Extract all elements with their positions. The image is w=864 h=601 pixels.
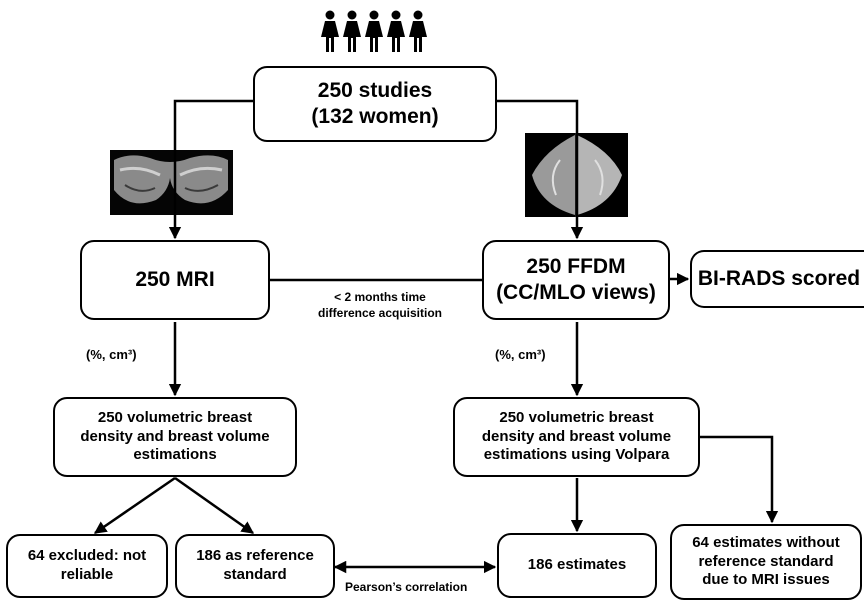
mri-est-line1: 250 volumetric breast (97, 408, 253, 426)
studies-box: 250 studies (132 women) (253, 66, 497, 142)
woman-icon (343, 10, 361, 52)
volpara-estimations-box: 250 volumetric breast density and breast… (453, 397, 700, 477)
reference-standard-box: 186 as reference standard (175, 534, 335, 598)
woman-icon (409, 10, 427, 52)
mri-image (110, 150, 233, 215)
estimates-186-box: 186 estimates (497, 533, 657, 598)
excluded-box: 64 excluded: not reliable (6, 534, 168, 598)
estimates186-label: 186 estimates (527, 556, 627, 574)
volpara-est-line1: 250 volumetric breast (499, 408, 654, 426)
estimates-64-box: 64 estimates without reference standard … (670, 524, 862, 600)
volpara-est-line3: estimations using Volpara (483, 446, 670, 464)
ffdm-line1: 250 FFDM (526, 254, 626, 278)
pearson-label: Pearson’s correlation (345, 580, 468, 594)
studies-line2: (132 women) (311, 105, 439, 128)
ffdm-units-label: (%, cm³) (495, 347, 546, 362)
mri-label: 250 MRI (135, 267, 215, 291)
time-note-line1: < 2 months time (334, 290, 426, 304)
estimates64-line3: due to MRI issues (702, 571, 830, 589)
connector-studies-ffdm (497, 99, 584, 240)
woman-icon (365, 10, 383, 52)
mri-est-line3: estimations (133, 446, 217, 464)
connector-reference (174, 476, 255, 535)
mri-units-label: (%, cm³) (86, 347, 137, 362)
connector-volpara-64 (700, 435, 779, 524)
ffdm-box: 250 FFDM (CC/MLO views) (482, 240, 670, 320)
mri-estimations-box: 250 volumetric breast density and breast… (53, 397, 297, 477)
mri-box: 250 MRI (80, 240, 270, 320)
estimates64-line2: reference standard (698, 552, 834, 570)
volpara-est-line2: density and breast volume (481, 427, 672, 445)
birads-label: BI-RADS scored (697, 266, 861, 290)
excluded-line2: reliable (60, 566, 114, 583)
connector-studies-mri (168, 99, 253, 240)
connector-excluded (93, 476, 176, 535)
ffdm-line2: (CC/MLO views) (496, 281, 656, 304)
mri-est-line2: density and breast volume (80, 427, 270, 445)
woman-icon (321, 10, 339, 52)
time-note-line2: difference acquisition (317, 305, 443, 320)
woman-icon (387, 10, 405, 52)
time-difference-note: < 2 months time difference acquisition (305, 290, 455, 321)
excluded-line1: 64 excluded: not (27, 547, 147, 565)
studies-line1: 250 studies (317, 78, 433, 102)
estimates64-line1: 64 estimates without (692, 533, 840, 551)
reference-line1: 186 as reference (196, 547, 314, 565)
birads-box: BI-RADS scored (690, 250, 864, 308)
women-icon-group (321, 10, 427, 52)
reference-line2: standard (223, 566, 287, 583)
